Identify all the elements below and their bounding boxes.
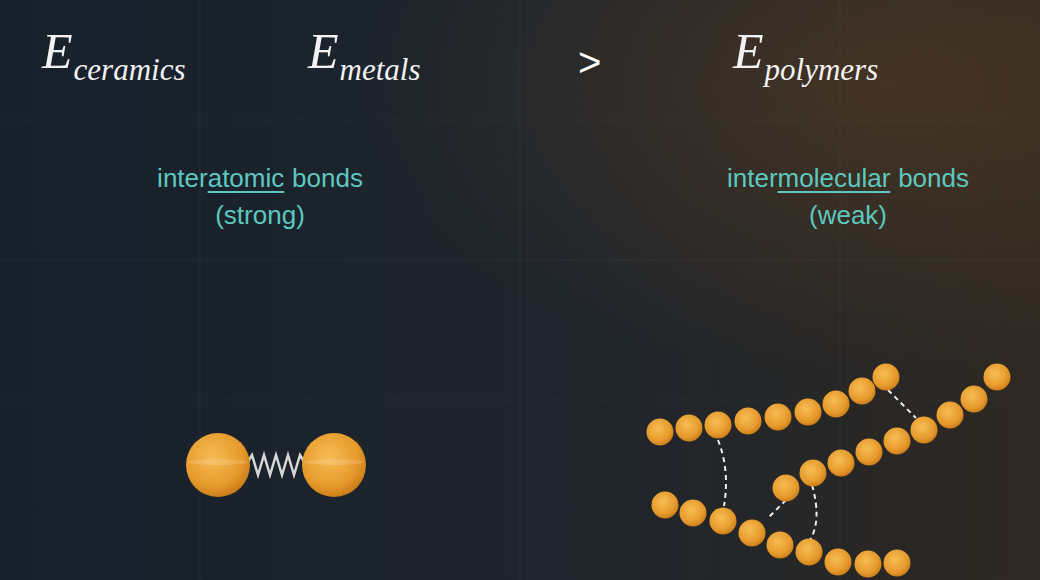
monomer-bead xyxy=(825,549,852,576)
text-row: intermolecularbonds xyxy=(727,163,969,194)
monomer-bead xyxy=(735,408,762,435)
material-subscript: ceramics xyxy=(74,52,186,87)
monomer-bead xyxy=(911,417,938,444)
monomer-bead xyxy=(823,391,850,418)
monomer-bead xyxy=(710,508,737,535)
monomer-bead xyxy=(800,460,827,487)
spring-bond xyxy=(246,455,306,475)
monomer-bead xyxy=(849,378,876,405)
bond-strength: (weak) xyxy=(809,200,887,230)
material-subscript: polymers xyxy=(765,52,879,87)
polymer-chain xyxy=(647,364,1011,578)
bond-caption: inter xyxy=(157,163,208,193)
modulus-symbol: E xyxy=(733,23,764,79)
monomer-bead xyxy=(884,428,911,455)
monomer-bead xyxy=(796,539,823,566)
monomer-bead xyxy=(937,402,964,429)
bond-caption: bonds xyxy=(292,163,363,193)
modulus-symbol: E xyxy=(308,23,339,79)
comparison-sign: > xyxy=(578,40,601,84)
monomer-bead xyxy=(855,551,882,578)
monomer-bead xyxy=(647,419,674,446)
monomer-bead xyxy=(884,550,911,577)
atom xyxy=(302,433,366,497)
bond-caption-emphasis: molecular xyxy=(778,163,891,193)
monomer-bead xyxy=(873,364,900,391)
monomer-bead xyxy=(739,520,766,547)
text-row: Epolymers xyxy=(733,22,878,80)
monomer-bead xyxy=(676,415,703,442)
monomer-bead xyxy=(705,412,732,439)
monomer-bead xyxy=(767,532,794,559)
modulus-symbol: E xyxy=(42,23,73,79)
monomer-bead xyxy=(795,399,822,426)
bond-caption-emphasis: atomic xyxy=(208,163,285,193)
monomer-bead xyxy=(680,500,707,527)
text-row: > xyxy=(578,40,601,85)
monomer-bead xyxy=(856,439,883,466)
monomer-bead xyxy=(773,475,800,502)
monomer-bead xyxy=(984,364,1011,391)
monomer-bead xyxy=(652,492,679,519)
text-row: (weak) xyxy=(809,200,887,231)
text-row: Eceramics xyxy=(42,22,185,80)
monomer-bead xyxy=(765,404,792,431)
intermolecular-bond xyxy=(718,390,916,540)
atom xyxy=(186,433,250,497)
bond-caption: bonds xyxy=(898,163,969,193)
bond-strength: (strong) xyxy=(215,200,305,230)
text-row: (strong) xyxy=(215,200,305,231)
text-row: Emetals xyxy=(308,22,420,80)
text-row: interatomicbonds xyxy=(157,163,363,194)
bond-caption: inter xyxy=(727,163,778,193)
material-subscript: metals xyxy=(340,52,421,87)
monomer-bead xyxy=(961,386,988,413)
monomer-bead xyxy=(828,450,855,477)
